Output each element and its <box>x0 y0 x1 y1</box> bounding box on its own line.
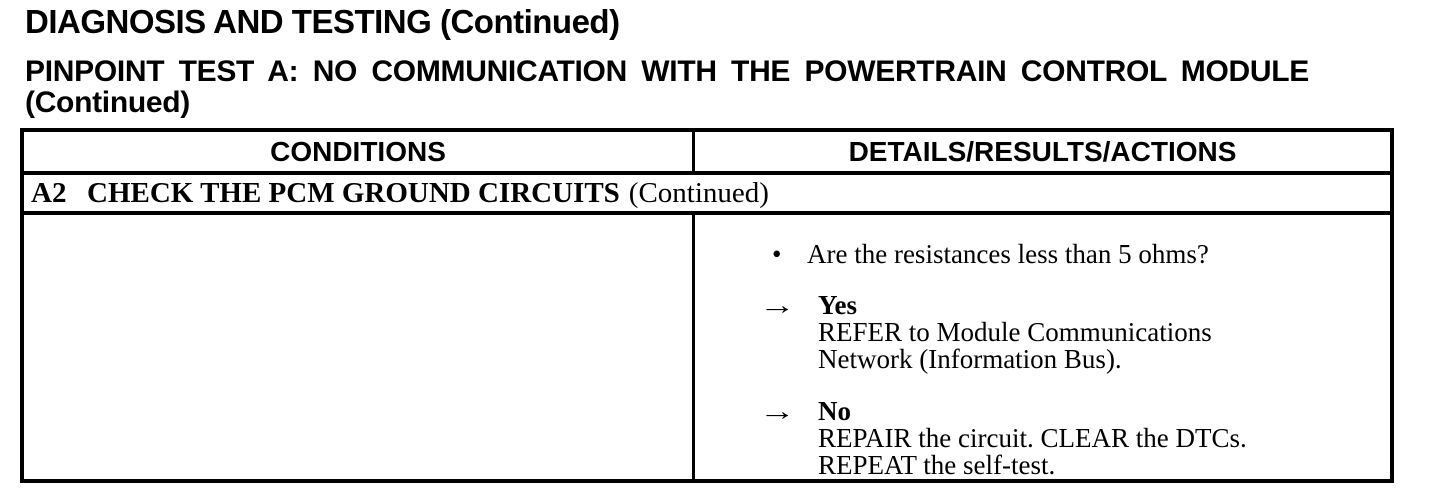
pinpoint-test-heading: PINPOINT TEST A: NO COMMUNICATION WITH T… <box>25 56 1309 118</box>
result-yes-head: → Yes <box>695 292 1390 319</box>
result-yes-action-line: Network (Information Bus). <box>818 344 1122 374</box>
result-no-head: → No <box>695 398 1390 425</box>
arrow-right-icon: → <box>759 398 818 425</box>
result-no-block: → No REPAIR the circuit. CLEAR the DTCs.… <box>695 398 1390 479</box>
step-id: A2 <box>31 176 67 209</box>
conditions-cell <box>24 215 695 479</box>
pinpoint-test-table: CONDITIONS DETAILS/RESULTS/ACTIONS A2 CH… <box>20 128 1394 483</box>
table-body-row: • Are the resistances less than 5 ohms? … <box>24 215 1390 479</box>
result-no-action-line: REPEAT the self-test. <box>818 450 1056 480</box>
arrow-right-icon: → <box>759 292 818 319</box>
bullet-icon: • <box>772 239 782 269</box>
pinpoint-test-heading-line1: PINPOINT TEST A: NO COMMUNICATION WITH T… <box>25 55 1309 88</box>
result-yes-label: Yes <box>818 290 857 320</box>
arrow-glyph: → <box>759 290 796 320</box>
pinpoint-test-heading-line2: (Continued) <box>25 86 190 119</box>
arrow-glyph: → <box>759 396 796 426</box>
test-step-row: A2 CHECK THE PCM GROUND CIRCUITS (Contin… <box>24 175 1390 215</box>
step-title: CHECK THE PCM GROUND CIRCUITS <box>87 176 620 209</box>
result-yes-action-line: REFER to Module Communications <box>818 317 1212 347</box>
question-line: • Are the resistances less than 5 ohms? <box>695 241 1390 268</box>
details-cell: • Are the resistances less than 5 ohms? … <box>695 215 1390 479</box>
page-title: DIAGNOSIS AND TESTING (Continued) <box>25 3 620 40</box>
details-column-header: DETAILS/RESULTS/ACTIONS <box>848 135 1237 167</box>
table-header-row: CONDITIONS DETAILS/RESULTS/ACTIONS <box>24 132 1390 175</box>
result-no-action-line: REPAIR the circuit. CLEAR the DTCs. <box>818 423 1247 453</box>
result-no-label: No <box>818 396 851 426</box>
step-continued-suffix: (Continued) <box>628 176 769 209</box>
conditions-column-header: CONDITIONS <box>24 132 695 171</box>
result-yes-block: → Yes REFER to Module Communications Net… <box>695 292 1390 373</box>
question-text: Are the resistances less than 5 ohms? <box>807 239 1209 269</box>
